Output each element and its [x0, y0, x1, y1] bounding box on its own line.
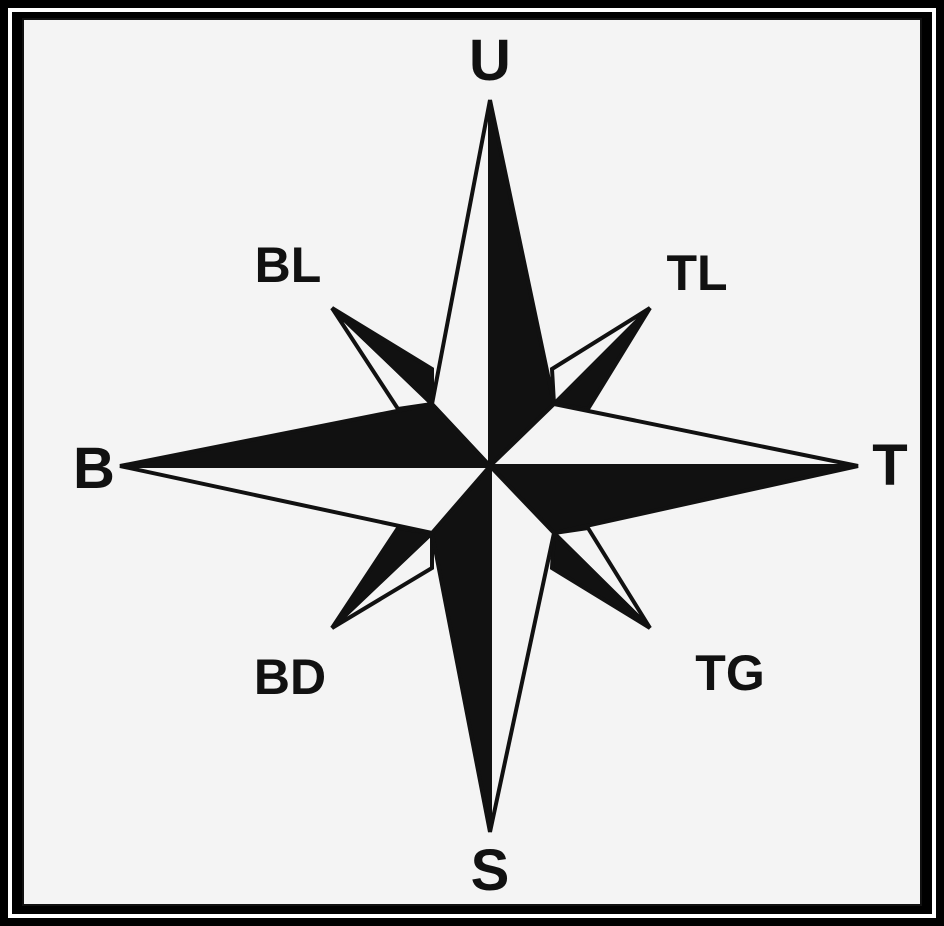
label-northwest: BL: [255, 237, 322, 293]
point-northeast: [552, 308, 650, 409]
point-south: [432, 466, 554, 832]
label-southwest: BD: [254, 649, 326, 705]
label-west: B: [73, 436, 115, 501]
point-east: [490, 404, 858, 533]
label-northeast: TL: [666, 245, 727, 301]
point-northwest: [332, 308, 432, 409]
point-southeast: [552, 528, 650, 628]
point-north: [432, 100, 554, 466]
label-east: T: [872, 433, 907, 498]
point-southwest: [332, 528, 432, 628]
label-southeast: TG: [695, 645, 764, 701]
label-north: U: [469, 28, 511, 93]
point-west: [120, 404, 490, 533]
label-south: S: [471, 838, 510, 903]
